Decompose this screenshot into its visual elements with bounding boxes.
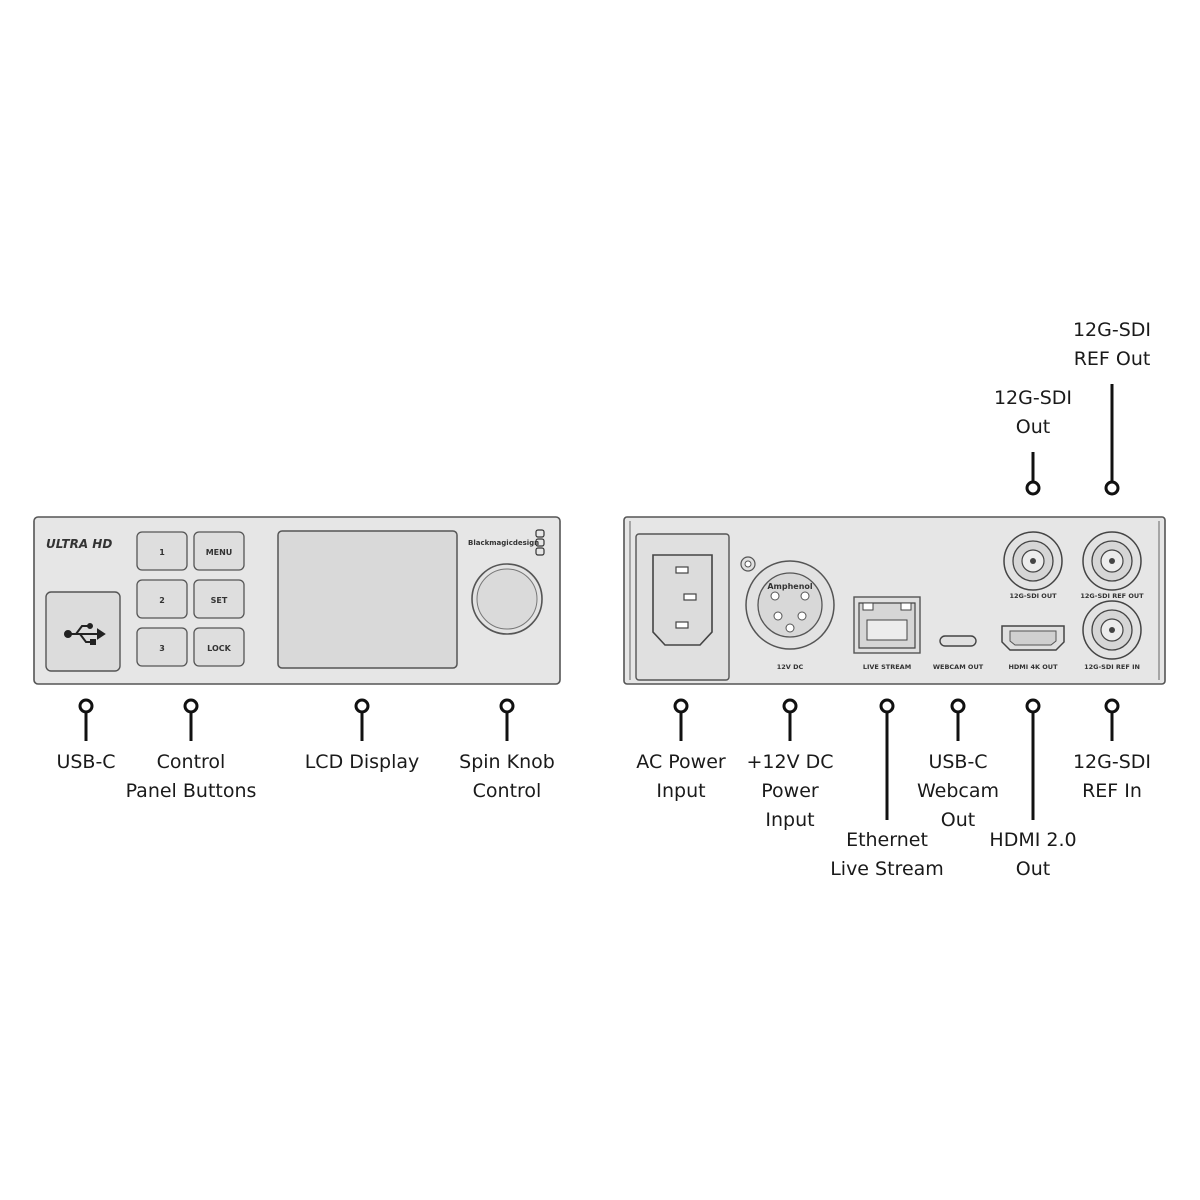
sdi-out-panel-label: 12G-SDI OUT (1009, 592, 1057, 600)
sdi-out-connector[interactable]: 12G-SDI OUT (1003, 531, 1063, 600)
svg-text:1: 1 (159, 548, 165, 557)
callout-spin-knob: Spin Knob Control (459, 751, 555, 802)
ethernet-port[interactable]: LIVE STREAM (853, 596, 921, 671)
callout-control-panel-buttons: Control Panel Buttons (125, 751, 257, 802)
live-stream-panel-label: LIVE STREAM (863, 663, 911, 671)
maker-logo: Blackmagicdesign (468, 539, 539, 547)
control-panel-buttons: 1 2 3 MENU SET LOCK (136, 531, 245, 667)
set-button[interactable]: SET (193, 579, 245, 619)
callout-dc-power: +12V DC Power Input (746, 751, 834, 831)
pointer-dc-power (782, 698, 798, 741)
pointer-hdmi (1025, 698, 1041, 820)
svg-text:2: 2 (159, 596, 165, 605)
button-1[interactable]: 1 (136, 531, 188, 571)
button-3[interactable]: 3 (136, 627, 188, 667)
hdmi-out-panel-label: HDMI 4K OUT (1008, 663, 1058, 671)
callout-usb-c: USB-C (56, 751, 116, 773)
usb-icon (64, 623, 106, 645)
ac-power-inlet[interactable] (635, 533, 730, 681)
rear-panel: Amphenol 12V DC LIVE STREAM WEBCAM OUT H… (623, 516, 1166, 685)
usb-c-webcam-port[interactable]: WEBCAM OUT (933, 635, 984, 671)
callout-lcd-display: LCD Display (304, 751, 420, 773)
amphenol-label: Amphenol (767, 582, 813, 591)
dc-panel-label: 12V DC (777, 663, 804, 671)
brand-logo: ULTRA HD (46, 537, 112, 551)
callout-hdmi-out: HDMI 2.0 Out (989, 829, 1077, 880)
callout-ac-power: AC Power Input (636, 751, 726, 802)
callout-pointers (78, 384, 1120, 820)
button-2[interactable]: 2 (136, 579, 188, 619)
callout-usb-c-webcam: USB-C Webcam Out (916, 751, 1000, 831)
pointer-sdi-out (1025, 452, 1041, 496)
front-panel: ULTRA HD Blackmagicdesign 1 (33, 516, 561, 685)
pointer-lcd (354, 698, 370, 741)
usb-c-port[interactable] (45, 591, 121, 672)
svg-text:3: 3 (159, 644, 165, 653)
pointer-control-buttons (183, 698, 199, 741)
pointer-usb-c (78, 698, 94, 741)
callout-ethernet: Ethernet Live Stream (830, 829, 944, 880)
svg-text:LOCK: LOCK (207, 644, 231, 653)
ref-out-panel-label: 12G-SDI REF OUT (1080, 592, 1144, 600)
maker-logo-icon (535, 529, 545, 556)
hdmi-port[interactable]: HDMI 4K OUT (1001, 625, 1065, 671)
callout-sdi-out: 12G-SDI Out (993, 387, 1073, 438)
menu-button[interactable]: MENU (193, 531, 245, 571)
dc-power-connector[interactable]: Amphenol 12V DC (740, 556, 835, 671)
spin-knob[interactable] (471, 563, 543, 635)
svg-text:MENU: MENU (206, 548, 233, 557)
webcam-out-panel-label: WEBCAM OUT (933, 663, 984, 671)
callout-sdi-ref-in: 12G-SDI REF In (1072, 751, 1152, 802)
sdi-ref-in-connector[interactable]: 12G-SDI REF IN (1082, 600, 1142, 671)
lock-button[interactable]: LOCK (193, 627, 245, 667)
pointer-ac-power (673, 698, 689, 741)
lcd-display (277, 530, 458, 669)
pointer-ref-out (1104, 384, 1120, 496)
ref-in-panel-label: 12G-SDI REF IN (1084, 663, 1140, 671)
svg-text:SET: SET (211, 596, 228, 605)
callout-sdi-ref-out: 12G-SDI REF Out (1072, 319, 1152, 370)
pointer-spin-knob (499, 698, 515, 741)
pointer-ethernet (879, 698, 895, 820)
pointer-webcam (950, 698, 966, 741)
pointer-ref-in (1104, 698, 1120, 741)
sdi-ref-out-connector[interactable]: 12G-SDI REF OUT (1080, 531, 1144, 600)
